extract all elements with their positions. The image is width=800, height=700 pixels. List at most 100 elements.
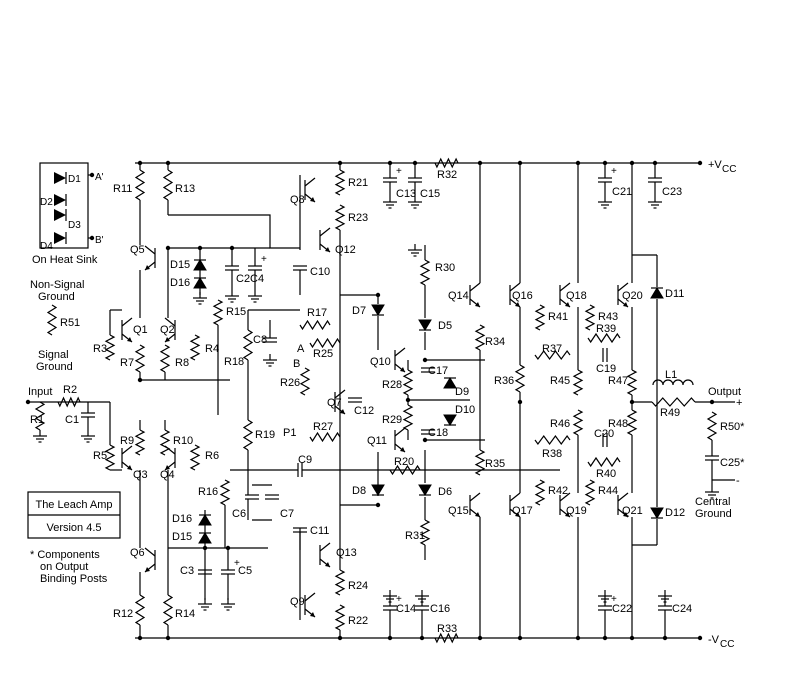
label-D4: D4 xyxy=(40,241,53,252)
resistor-R50 xyxy=(706,411,718,441)
label-Q17: Q17 xyxy=(512,505,533,517)
label-R34: R34 xyxy=(485,336,505,348)
ground-symbol xyxy=(658,590,672,603)
junction-dot xyxy=(517,160,523,166)
label-C25: C25* xyxy=(720,457,745,469)
label-C9: C9 xyxy=(298,454,312,466)
label-R10: R10 xyxy=(173,435,193,447)
label-C10: C10 xyxy=(310,266,330,278)
vcc-pos-sub: CC xyxy=(722,164,736,175)
junction-dot xyxy=(89,172,95,178)
transistor-Q1 xyxy=(121,317,133,343)
junction-dot xyxy=(602,635,608,641)
resistor-R7 xyxy=(134,344,146,373)
ground-symbol xyxy=(193,292,207,305)
label-Q10: Q10 xyxy=(370,356,391,368)
diode-D14 xyxy=(193,277,207,289)
label-R13: R13 xyxy=(175,183,195,195)
diode-D3 xyxy=(54,209,67,221)
junction-dot xyxy=(575,635,581,641)
transistor-Q18 xyxy=(559,282,571,308)
label-R2: R2 xyxy=(63,384,77,396)
label-C20: C20 xyxy=(594,428,614,440)
label-R27: R27 xyxy=(313,421,333,433)
label-R22: R22 xyxy=(348,615,368,627)
label-Q1: Q1 xyxy=(133,324,148,336)
resistor-R15 xyxy=(212,299,224,326)
label-R47: R47 xyxy=(608,375,628,387)
diode-D4 xyxy=(54,232,67,244)
junction-dot xyxy=(477,635,483,641)
label-R36: R36 xyxy=(494,375,514,387)
capacitor-C1 xyxy=(81,412,95,418)
label-B: B xyxy=(293,358,300,370)
resistor-R49 xyxy=(651,397,696,407)
resistor-R12 xyxy=(134,594,146,626)
label-R7: R7 xyxy=(120,357,134,369)
label-Q4: Q4 xyxy=(160,469,175,481)
resistor-R9 xyxy=(134,429,146,456)
resistor-R17 xyxy=(299,319,331,331)
capacitor-C9 xyxy=(297,463,303,477)
capacitor-C3 xyxy=(198,569,212,575)
label-R6: R6 xyxy=(205,450,219,462)
label-D3: D3 xyxy=(68,220,81,231)
resistor-R29 xyxy=(402,404,414,431)
junction-dot xyxy=(375,502,381,508)
ground-symbol xyxy=(383,196,397,209)
junction-dot xyxy=(709,399,715,405)
junction-dot xyxy=(137,160,143,166)
label-D15: D15 xyxy=(172,531,192,543)
label-D1: D1 xyxy=(68,174,81,185)
label-D12: D12 xyxy=(665,507,685,519)
transistor-Q17 xyxy=(509,492,521,518)
resistor-R8 xyxy=(159,344,171,373)
label-C2: C2 xyxy=(236,273,250,285)
label-R12: R12 xyxy=(113,608,133,620)
resistor-R16 xyxy=(219,479,231,506)
label-R1: R1 xyxy=(30,414,44,426)
junction-dot xyxy=(229,245,235,251)
label-Q16: Q16 xyxy=(512,290,533,302)
resistor-R44 xyxy=(584,479,596,506)
label-R19: R19 xyxy=(255,429,275,441)
output-label: Output xyxy=(708,386,741,398)
junction-dot xyxy=(697,635,703,641)
junction-dot xyxy=(477,160,483,166)
label-R43: R43 xyxy=(598,311,618,323)
ground-symbol xyxy=(408,244,422,257)
junction-dot xyxy=(89,235,95,241)
label-R40: R40 xyxy=(596,468,616,480)
resistor-R3 xyxy=(104,334,116,361)
junction-dot xyxy=(422,437,428,443)
resistor-R24 xyxy=(334,569,346,596)
wiring xyxy=(25,160,735,641)
junction-dot xyxy=(165,160,171,166)
junction-dot xyxy=(202,545,208,551)
label-C18: C18 xyxy=(428,427,448,439)
diode-D6 xyxy=(418,484,432,496)
transistor-Q19 xyxy=(559,492,571,518)
resistor-R14 xyxy=(162,594,174,626)
resistor-R34 xyxy=(474,324,486,351)
resistor-R41 xyxy=(534,304,546,331)
heat-sink-label: On Heat Sink xyxy=(32,254,98,266)
label-Q3: Q3 xyxy=(133,469,148,481)
transistor-Q15 xyxy=(469,492,481,518)
transistor-Q7 xyxy=(334,389,346,415)
diode-D15 xyxy=(198,532,212,544)
vcc-neg-sub: CC xyxy=(720,639,734,650)
resistor-R1 xyxy=(34,401,46,431)
junction-dot xyxy=(375,292,381,298)
resistor-R20 xyxy=(389,464,421,476)
transistor-Q2 xyxy=(164,317,176,343)
ground-symbol xyxy=(383,590,397,603)
label-C11: C11 xyxy=(310,525,329,537)
capacitor-C15 xyxy=(408,177,422,183)
label-R30: R30 xyxy=(435,262,455,274)
capacitor-C11 xyxy=(293,527,307,533)
label-R41: R41 xyxy=(548,311,568,323)
signal-label-1: Signal xyxy=(38,349,69,361)
